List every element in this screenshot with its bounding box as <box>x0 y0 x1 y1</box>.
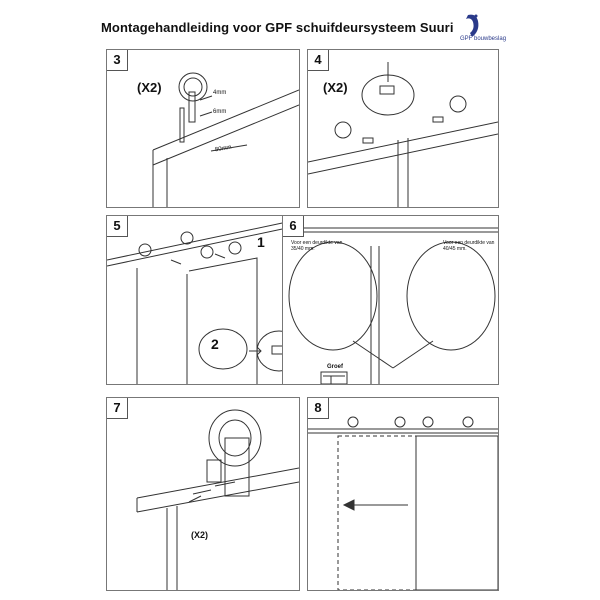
step-number: 7 <box>107 398 128 419</box>
step-6-panel: 6 Voor een deurdikte van 35/40 mm. Voor … <box>282 215 499 385</box>
quantity-label: (X2) <box>191 530 209 540</box>
step-number: 8 <box>308 398 329 419</box>
step-4-panel: 4 (X2) <box>307 49 499 208</box>
step-number: 5 <box>107 216 128 237</box>
quantity-label: (X2) <box>323 80 348 95</box>
quantity-label: (X2) <box>137 80 162 95</box>
gpf-logo-icon <box>466 14 479 37</box>
door-thickness-note-right: Voor een deurdikte van 40/45 mm. <box>443 240 495 252</box>
step-5-illustration <box>107 221 299 384</box>
dimension-6mm: 6mm <box>213 109 227 115</box>
step-number: 6 <box>283 216 304 237</box>
step-7-panel: 7 (X2) <box>106 397 300 591</box>
dimension-4mm: 4mm <box>213 90 227 96</box>
step-6-illustration <box>283 227 498 384</box>
step-4-illustration <box>308 62 498 207</box>
sequence-label-1: 1 <box>257 234 265 250</box>
door-thickness-note-left: Voor een deurdikte van 35/40 mm. <box>291 240 343 252</box>
step-3-panel: 3 (X2) 4mm 6mm 80mm <box>106 49 300 208</box>
step-5-panel: 5 1 2 <box>106 215 300 385</box>
groove-label: Groef <box>327 364 344 370</box>
step-number: 4 <box>308 50 329 71</box>
step-number: 3 <box>107 50 128 71</box>
logo-text: GPF bouwbeslag <box>460 36 507 42</box>
sequence-label-2: 2 <box>211 336 219 352</box>
page-title: Montagehandleiding voor GPF schuifdeursy… <box>101 20 454 35</box>
step-8-illustration <box>308 416 498 590</box>
step-3-illustration <box>152 72 299 207</box>
step-7-illustration <box>136 409 299 590</box>
step-8-panel: 8 <box>307 397 499 591</box>
